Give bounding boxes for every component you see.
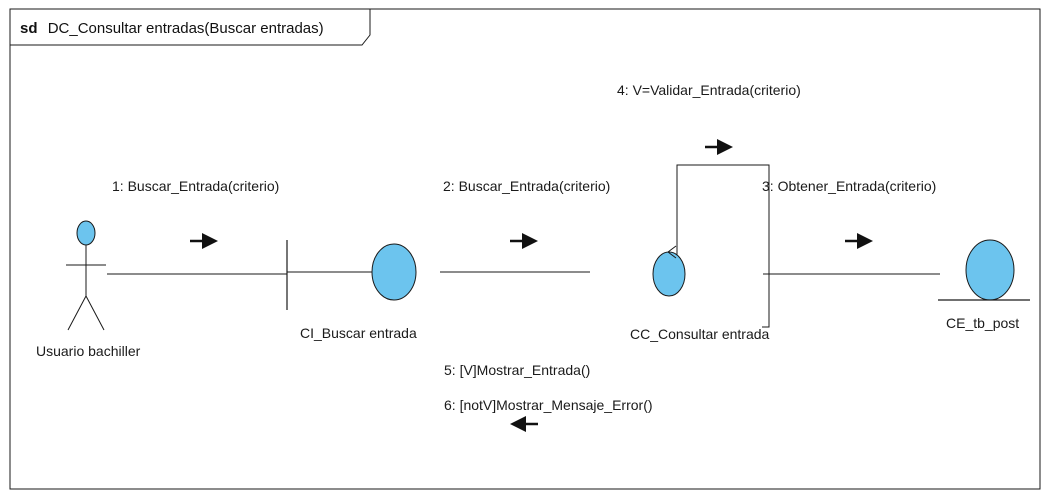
message-4-label: 4: V=Validar_Entrada(criterio) — [617, 82, 801, 98]
entity-icon — [938, 239, 1030, 301]
links — [107, 164, 940, 328]
message-2-label: 2: Buscar_Entrada(criterio) — [443, 178, 610, 194]
frame-name: DC_Consultar entradas(Buscar entradas) — [48, 20, 324, 37]
boundary-label: CI_Buscar entrada — [300, 325, 417, 341]
frame-border — [9, 8, 1041, 490]
arrow-right-icon — [510, 233, 538, 249]
control-icon — [652, 245, 686, 297]
interaction-frame: sd DC_Consultar entradas(Buscar entradas… — [9, 8, 1041, 490]
arrow-right-icon — [190, 233, 218, 249]
self-link-control — [676, 164, 770, 328]
entity-label: CE_tb_post — [946, 315, 1019, 331]
frame-title: sd DC_Consultar entradas(Buscar entradas… — [20, 20, 324, 37]
arrow-left-icon — [510, 416, 538, 432]
actor-stick-figure-icon — [66, 220, 106, 331]
arrow-right-icon — [845, 233, 873, 249]
actor-usuario-bachiller[interactable]: Usuario bachiller — [36, 220, 141, 359]
actor-label: Usuario bachiller — [36, 343, 141, 359]
control-cc-consultar-entrada[interactable]: CC_Consultar entrada — [630, 245, 770, 342]
boundary-ci-buscar-entrada[interactable]: CI_Buscar entrada — [286, 240, 417, 341]
message-1-label: 1: Buscar_Entrada(criterio) — [112, 178, 279, 194]
message-6-label: 6: [notV]Mostrar_Mensaje_Error() — [444, 397, 653, 413]
message-labels: 1: Buscar_Entrada(criterio) 2: Buscar_En… — [112, 82, 936, 413]
arrow-right-icon — [705, 139, 733, 155]
message-arrows — [190, 139, 873, 432]
message-5-label: 5: [V]Mostrar_Entrada() — [444, 362, 590, 378]
control-label: CC_Consultar entrada — [630, 326, 770, 342]
message-3-label: 3: Obtener_Entrada(criterio) — [762, 178, 936, 194]
boundary-icon — [286, 240, 417, 310]
entity-ce-tb-post[interactable]: CE_tb_post — [938, 239, 1030, 331]
frame-keyword: sd — [20, 20, 38, 37]
frame-tab — [10, 9, 371, 46]
